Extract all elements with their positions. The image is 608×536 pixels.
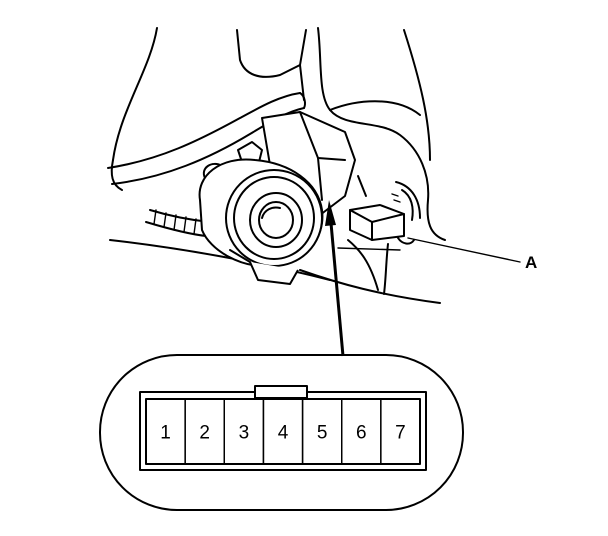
leader-lines <box>325 200 521 357</box>
pin-number-2: 2 <box>199 423 210 444</box>
pin-number-5: 5 <box>317 423 328 444</box>
connector-plug-a <box>349 175 421 245</box>
pin-number-3: 3 <box>239 423 250 444</box>
pin-number-1: 1 <box>160 423 171 444</box>
ignition-switch <box>198 111 356 285</box>
connector-pin-cells: 1 2 3 4 5 6 7 <box>145 398 421 465</box>
pin-number-6: 6 <box>356 423 367 444</box>
steering-column-housing <box>109 27 446 304</box>
pin-cell-7 <box>380 398 421 465</box>
arrow-head-icon <box>325 200 336 226</box>
pin-number-4: 4 <box>278 423 289 444</box>
callout-label-a: A <box>525 253 537 272</box>
pin-number-7: 7 <box>395 423 406 444</box>
